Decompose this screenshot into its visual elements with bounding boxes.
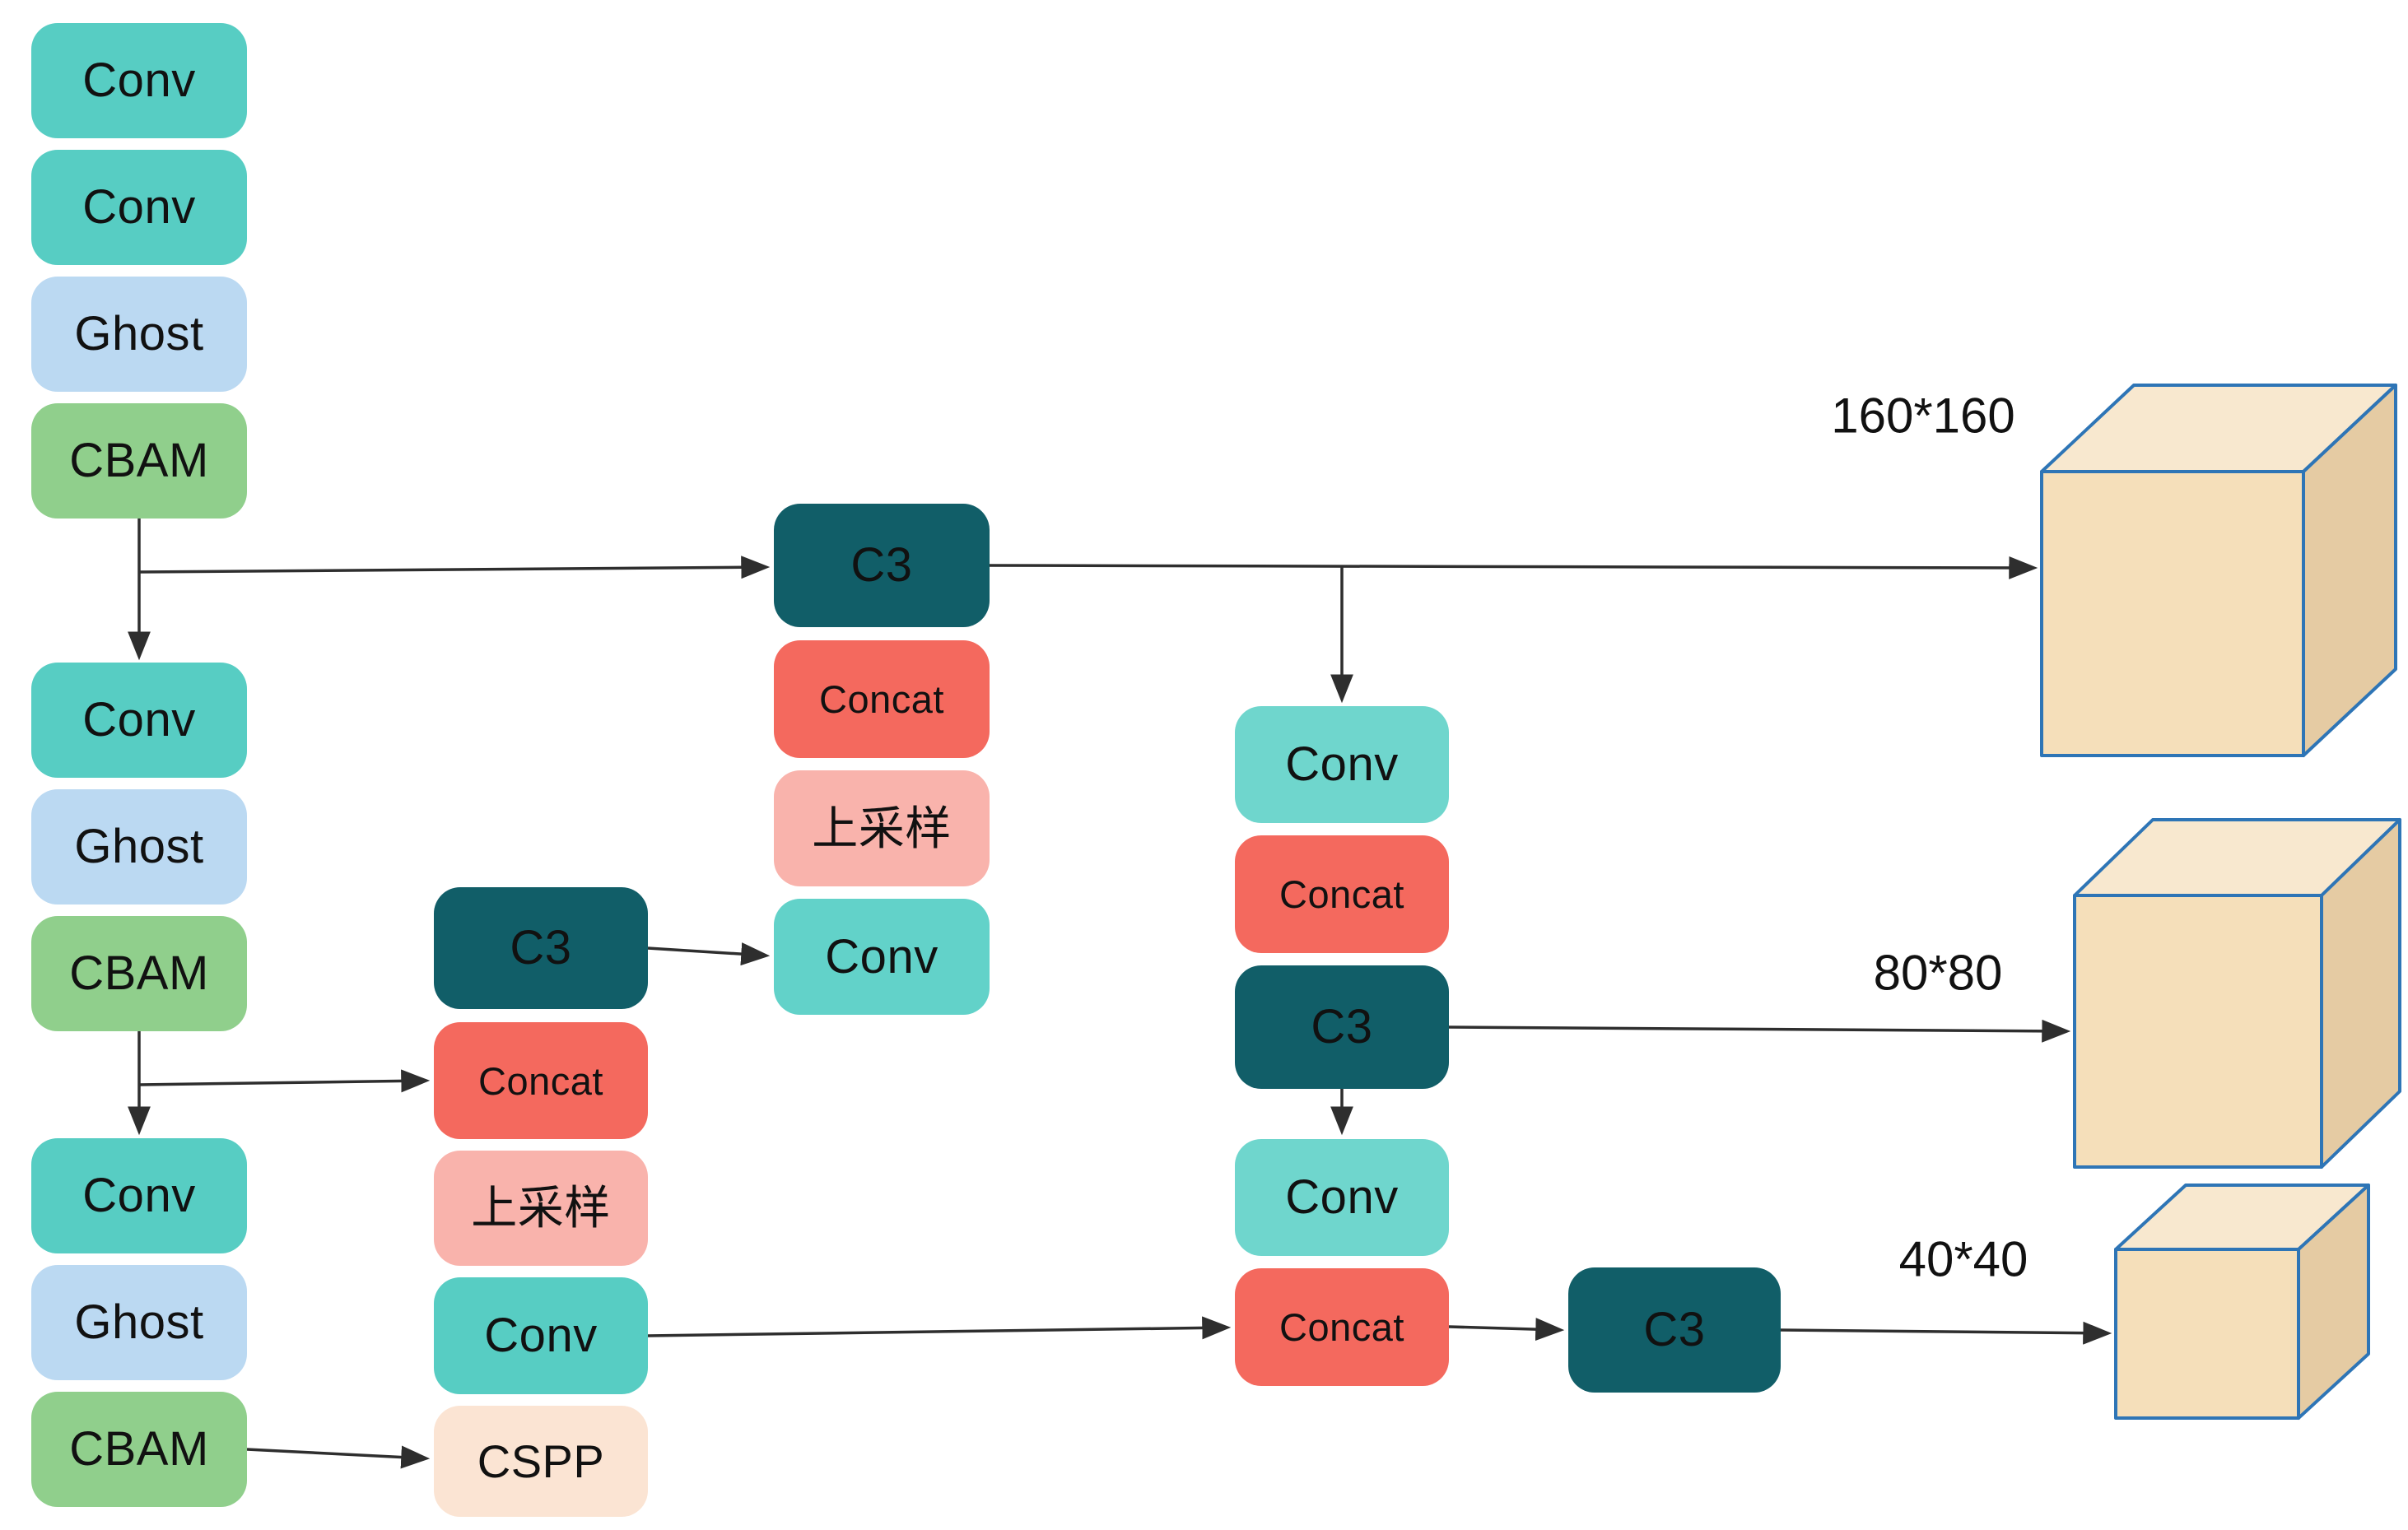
block-neck-upsample-2: 上采样 — [774, 770, 990, 886]
block-neck-upsample-1: 上采样 — [434, 1151, 648, 1266]
block-head-conv-1: Conv — [1235, 706, 1449, 823]
block-neck-conv-1: Conv — [434, 1277, 648, 1394]
cube-160-front-face — [2040, 470, 2305, 757]
block-neck-concat-2: Concat — [774, 640, 990, 758]
block-backbone-conv-1: Conv — [31, 23, 247, 138]
block-head-concat-1: Concat — [1235, 835, 1449, 953]
block-neck-c3-1: C3 — [434, 887, 648, 1009]
edges-group — [128, 519, 2112, 1469]
block-head-conv-2: Conv — [1235, 1139, 1449, 1256]
feature-map-cubes-group — [2040, 384, 2401, 1420]
block-backbone-ghost-2: Ghost — [31, 789, 247, 905]
block-neck-cspp: CSPP — [434, 1406, 648, 1517]
cube-40-front-face — [2114, 1248, 2300, 1420]
connector-head-c3-to-cube80 — [1448, 1019, 2071, 1043]
cube-label-cube-160: 160*160 — [1831, 388, 2015, 444]
connector-head-concat-to-c3 — [1448, 1318, 1565, 1342]
cube-label-cube-80: 80*80 — [1873, 945, 2003, 1001]
block-neck-concat-1: Concat — [434, 1022, 648, 1139]
block-backbone-ghost-3: Ghost — [31, 1265, 247, 1380]
block-backbone-cbam-3: CBAM — [31, 1392, 247, 1507]
connector-cbam3-to-cspp — [246, 1445, 431, 1469]
block-backbone-ghost-1: Ghost — [31, 277, 247, 392]
connector-backbone2-branch-to-concat — [138, 1069, 431, 1093]
connector-neck-c3-to-conv — [647, 942, 771, 966]
block-backbone-cbam-1: CBAM — [31, 403, 247, 519]
connector-c3-to-cube40 — [1780, 1321, 2112, 1345]
block-neck-c3-2: C3 — [774, 504, 990, 627]
connector-backbone1-branch-to-c3 — [138, 556, 771, 579]
block-head-c3-2: C3 — [1568, 1267, 1781, 1393]
cube-label-cube-40: 40*40 — [1898, 1231, 2028, 1287]
block-head-c3-1: C3 — [1235, 965, 1449, 1089]
cube-80-front-face — [2073, 894, 2323, 1169]
block-backbone-conv-3: Conv — [31, 663, 247, 778]
connector-c3-to-cube160 — [989, 556, 2038, 579]
connector-neck-conv-to-head-concat — [647, 1316, 1232, 1340]
block-backbone-cbam-2: CBAM — [31, 916, 247, 1031]
block-head-concat-2: Concat — [1235, 1268, 1449, 1386]
block-backbone-conv-2: Conv — [31, 150, 247, 265]
block-backbone-conv-4: Conv — [31, 1138, 247, 1253]
block-neck-conv-2: Conv — [774, 899, 990, 1015]
